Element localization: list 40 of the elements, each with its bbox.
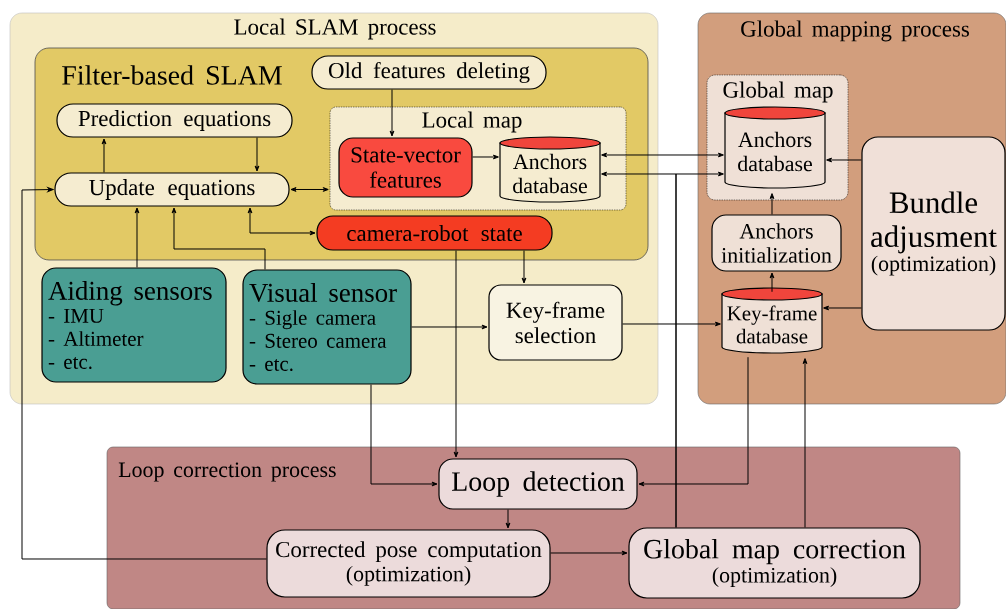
arrow [550, 550, 628, 556]
arrow [411, 324, 488, 330]
arrow [622, 321, 721, 327]
process-box: Bundle adjusment (optimization) [861, 136, 1006, 331]
process-box: Corrected pose computation (optimization) [266, 529, 551, 598]
arrow [370, 384, 438, 487]
state-box: State-vector features [338, 137, 473, 198]
sensor-box: Visual sensor - Sigle camera - Stereo camera - etc. [242, 269, 412, 385]
process-box: Key-frame selection [488, 284, 623, 361]
arrow [601, 152, 724, 158]
process-box: Update equations [54, 172, 290, 207]
arrow [389, 89, 395, 137]
arrow [453, 250, 459, 458]
arrow [472, 154, 499, 160]
database-cylinder: Anchors database [724, 106, 826, 189]
process-box: Anchors initialization [711, 214, 842, 272]
database-cylinder: Key-frame database [721, 287, 823, 354]
arrow [505, 509, 511, 529]
arrow [171, 207, 266, 270]
arrow [638, 356, 749, 487]
arrow [21, 187, 267, 560]
arrow [675, 171, 724, 528]
arrow [290, 187, 329, 192]
arrow [802, 358, 808, 528]
state-box: camera-robot state [316, 215, 553, 251]
arrow [134, 207, 140, 268]
arrow [521, 250, 527, 284]
process-box: Old features deleting [311, 55, 547, 90]
database-cylinder: Anchors database [499, 136, 601, 203]
process-box: Loop detection [438, 458, 638, 510]
arrow [769, 193, 775, 215]
arrow [823, 305, 862, 311]
arrow [254, 137, 260, 172]
process-box: Prediction equations [56, 103, 293, 138]
arrow [769, 272, 775, 293]
sensor-box: Aiding sensors - IMU - Altimeter - etc. [41, 267, 227, 383]
process-box: Global map correction (optimization) [628, 527, 921, 599]
arrow [826, 157, 862, 163]
arrow [101, 138, 107, 173]
arrow [247, 207, 316, 236]
